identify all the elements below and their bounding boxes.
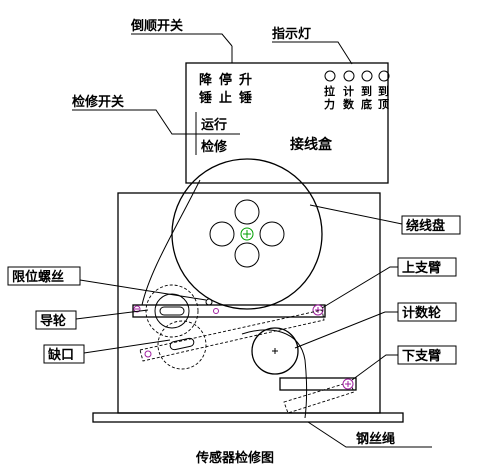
ind-top-bottom: 顶 [378,98,389,111]
notch-leader [83,339,171,354]
tilted-arm-pivot [144,350,152,358]
btn-lower-top: 降 [199,72,213,88]
reverse-switch-leader [131,33,233,47]
upper-arm-leader [321,266,398,309]
junction-box-label: 接线盒 [290,136,333,153]
guide-slot [159,306,185,316]
lower-arm-tilted [283,381,355,414]
indicator-lamp-top [378,70,390,82]
guide-wheel-inner [154,293,190,329]
upper-arm [132,304,326,318]
guide-wheel-label: 导轮 [40,313,66,329]
limit-screw [205,298,213,306]
maintenance-label: 检修 [201,139,228,155]
lower-arm [279,377,357,391]
disk-hole-bottom [234,242,260,268]
ind-pull-bottom: 力 [324,97,335,111]
btn-stop-bottom: 止 [219,90,232,106]
counting-wheel-label: 计数轮 [402,305,441,321]
guide-wheel [145,284,199,338]
limit-screw-label-box [7,266,81,286]
wire-rope-leader [307,421,432,448]
notch-label-box [43,344,85,364]
wire-rope-label: 钢丝绳 [356,431,395,447]
notch-slot [169,337,195,351]
control-box [185,62,389,184]
base-plate [92,412,404,423]
upper-arm-tilted [139,309,325,362]
maintenance-switch-leader [72,109,196,135]
indicator-light-label: 指示灯 [272,26,311,42]
ind-count-top: 计 [343,84,354,98]
wire-rope-upper [141,179,201,306]
guide-wheel-label-box [35,310,77,330]
guide-wheel-leader [75,309,149,320]
winding-disk-label-box [401,215,461,235]
winding-disk-label: 绕线盘 [406,218,445,234]
upper-arm-mid-pivot [213,308,219,314]
indicator-lamp-pull [324,70,336,82]
ind-bottom-bottom: 底 [361,97,372,111]
limit-screw-leader [79,279,207,301]
disk-hole-left [209,221,235,247]
disk-hole-top [234,199,260,225]
diagram-caption: 传感器检修图 [195,450,274,466]
btn-raise-bottom: 锤 [238,90,252,106]
limit-screw-label: 限位螺丝 [12,269,64,285]
ind-top-top: 到 [378,84,389,98]
ind-bottom-top: 到 [361,84,372,98]
counting-wheel [251,327,299,375]
indicator-lamp-bottom [361,70,373,82]
reverse-switch-label: 倒顺开关 [130,18,183,34]
notch-label: 缺口 [47,347,74,363]
ind-count-bottom: 数 [343,97,355,111]
upper-arm-label: 上支臂 [402,260,441,276]
winding-disk-leader [309,204,403,225]
counting-wheel-leader [294,311,398,349]
indicator-light-leader [272,41,353,65]
lower-arm-leader [351,354,398,381]
ind-pull-top: 拉 [324,84,335,98]
btn-lower-bottom: 锤 [198,90,212,106]
lower-arm-label: 下支臂 [402,348,441,364]
btn-raise-top: 升 [239,72,252,88]
disk-hole-right [259,221,285,247]
maintenance-switch-label: 检修开关 [72,94,124,110]
run-label: 运行 [201,117,227,133]
indicator-lamp-count [343,70,355,82]
notch-wheel [157,320,207,370]
btn-stop-top: 停 [219,72,232,88]
